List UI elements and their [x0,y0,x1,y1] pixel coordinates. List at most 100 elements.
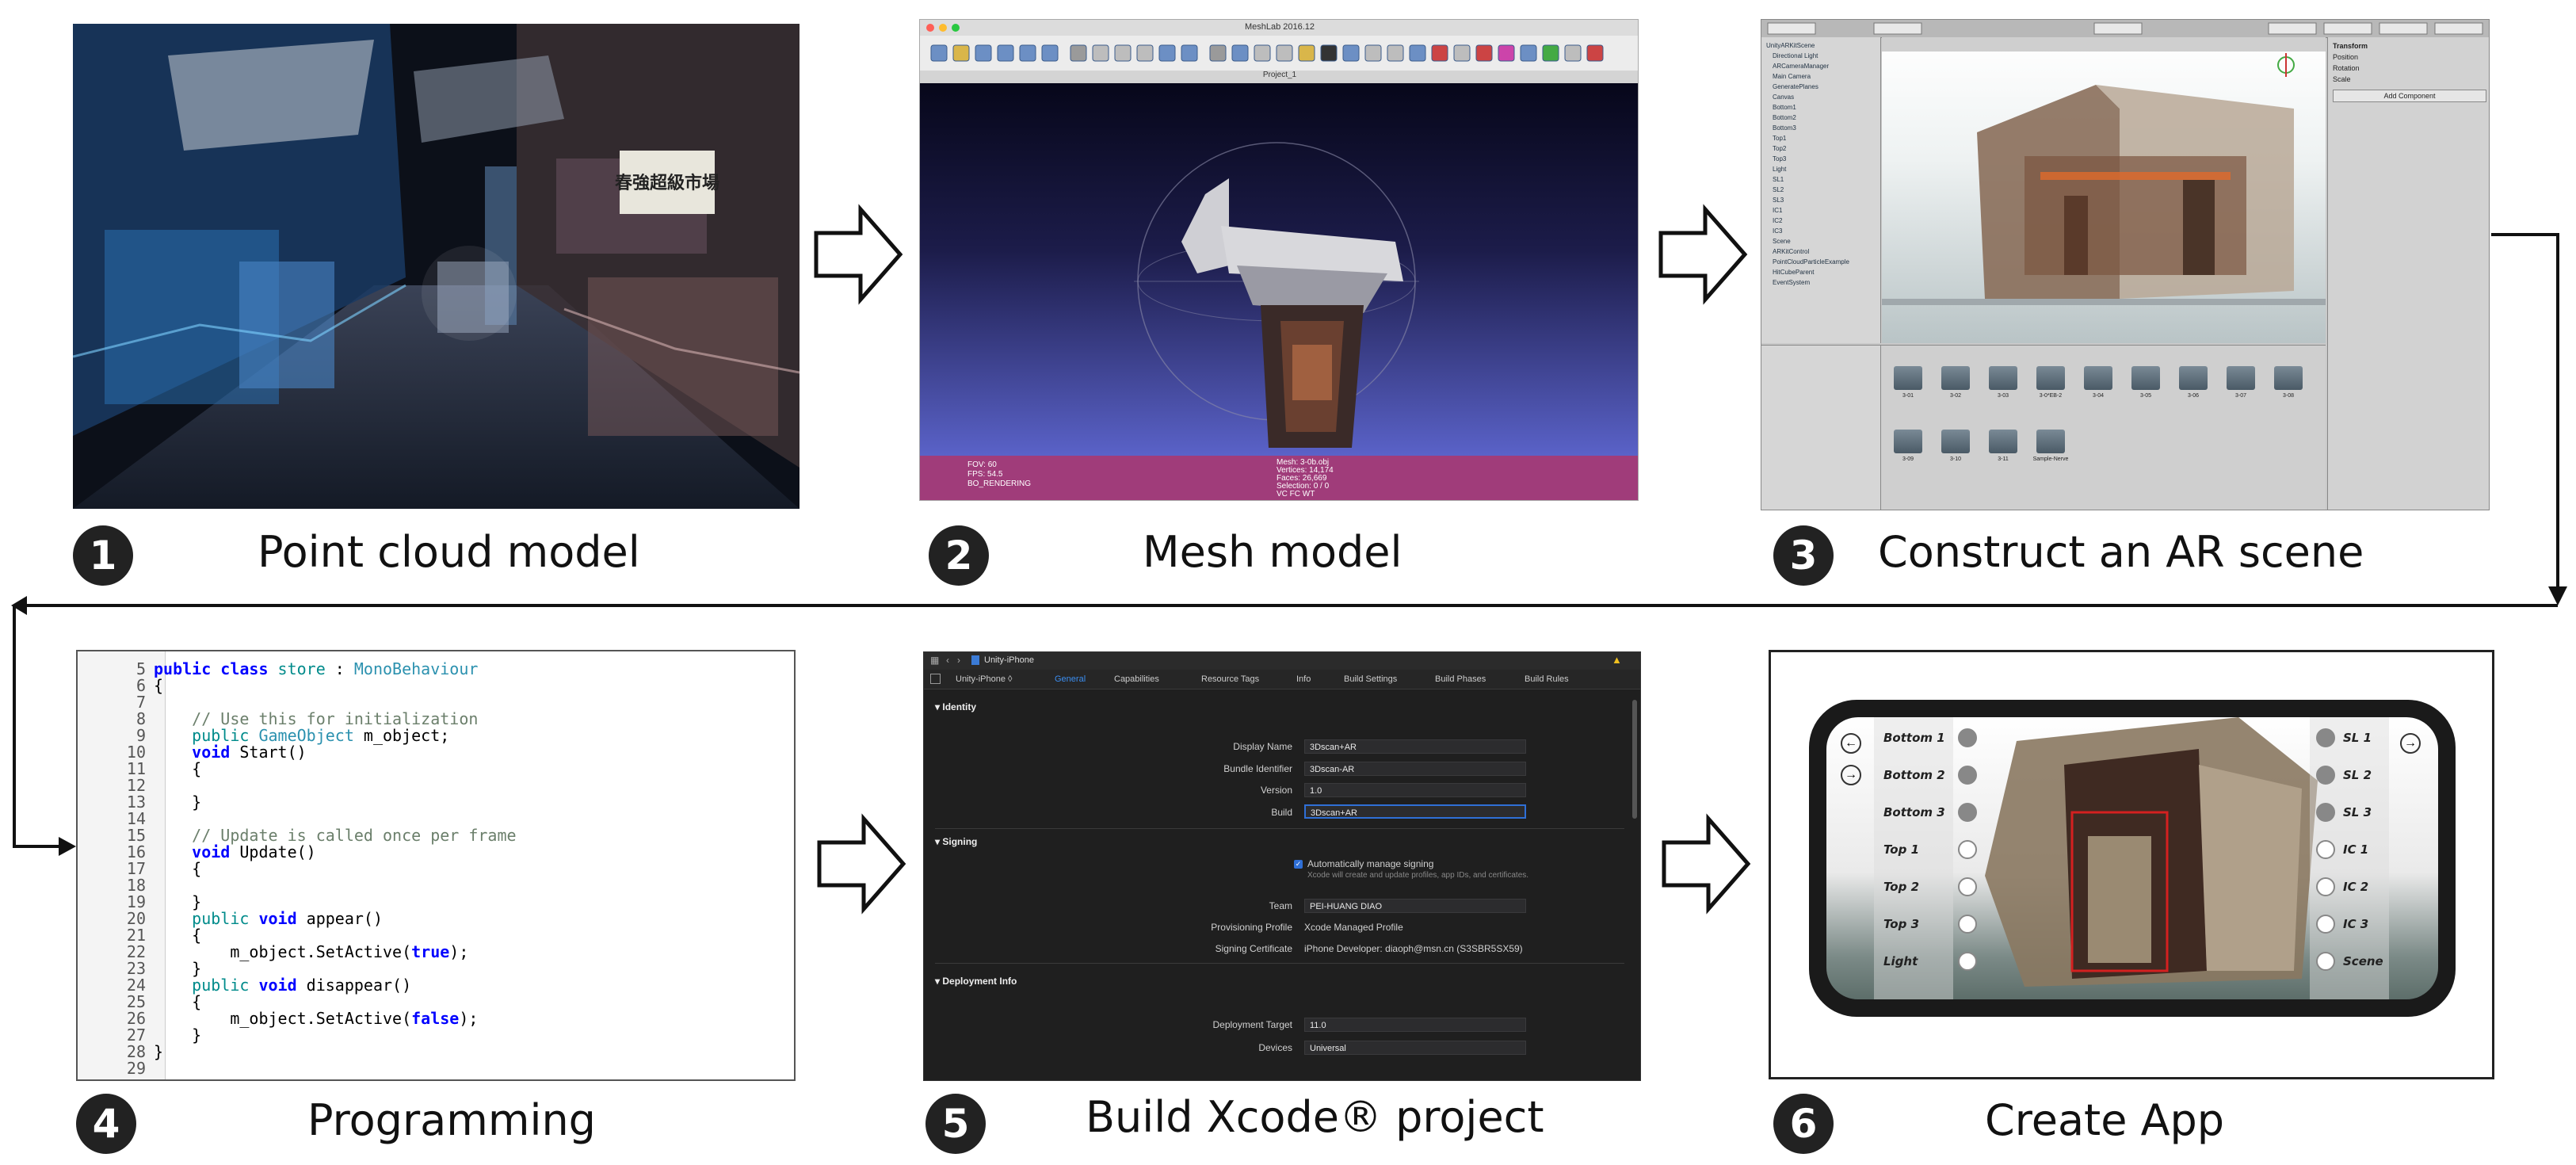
asset-item[interactable]: 3-0*EB-2 [2031,361,2070,417]
asset-item[interactable]: 3-05 [2126,361,2166,417]
hierarchy-item[interactable]: Canvas [1773,94,1795,101]
code-line[interactable]: 27 } [78,1026,201,1045]
toggle-button[interactable] [1958,803,1977,822]
code-line[interactable]: 12 [78,776,154,795]
toggle-button[interactable] [1958,840,1977,859]
code-line[interactable]: 7 [78,693,154,712]
code-line[interactable]: 28} [78,1042,163,1061]
hierarchy-item[interactable]: Light [1773,166,1787,173]
toggle-button[interactable] [1958,915,1977,934]
toggle-button[interactable] [2316,877,2335,896]
code-line[interactable]: 25 { [78,992,201,1011]
chevron-left-icon[interactable]: ‹ [946,655,949,666]
code-line[interactable]: 21 { [78,926,201,945]
devices-select[interactable]: Universal [1304,1041,1526,1055]
project-tree[interactable] [1761,346,1881,510]
inspector-field[interactable]: Position [2333,53,2359,61]
hierarchy-item[interactable]: Bottom2 [1773,114,1796,121]
code-line[interactable]: 8 // Use this for initialization [78,709,478,728]
toggle-button[interactable] [2316,766,2335,785]
code-line[interactable]: 9 public GameObject m_object; [78,726,449,745]
sidebar-toggle-icon[interactable] [930,674,941,684]
tab-general[interactable]: General [1055,674,1086,684]
hierarchy-item[interactable]: IC1 [1773,207,1783,214]
toggle-button[interactable] [2316,840,2335,859]
hierarchy-item[interactable]: PointCloudParticleExample [1773,258,1849,265]
display-name-field[interactable]: 3Dscan+AR [1304,739,1526,754]
code-line[interactable]: 6{ [78,676,163,695]
team-select[interactable]: PEI-HUANG DIAO [1304,899,1526,913]
code-line[interactable]: 11 { [78,759,201,778]
code-line[interactable]: 22 m_object.SetActive(true); [78,942,468,961]
inspector-field[interactable]: Scale [2333,75,2351,83]
code-line[interactable]: 14 [78,809,154,828]
auto-signing-checkbox[interactable]: ✓ [1294,860,1303,869]
asset-item[interactable]: 3-02 [1936,361,1975,417]
section-deployment[interactable]: ▾ Deployment Info [935,976,1017,987]
asset-item[interactable]: 3-11 [1983,425,2023,480]
add-component-button[interactable]: Add Component [2333,90,2486,102]
toggle-button[interactable] [2316,803,2335,822]
minimize-icon[interactable] [939,24,947,32]
code-line[interactable]: 23 } [78,959,201,978]
tab-info[interactable]: Info [1296,674,1311,684]
tab-build-rules[interactable]: Build Rules [1525,674,1569,684]
toggle-button[interactable] [2316,728,2335,747]
hierarchy-item[interactable]: Main Camera [1773,73,1811,80]
toggle-button[interactable] [2316,915,2335,934]
chevron-right-icon[interactable]: › [957,655,960,666]
breadcrumb[interactable]: Unity-iPhone [984,655,1034,665]
hierarchy-item[interactable]: SL3 [1773,197,1784,204]
tab-build-phases[interactable]: Build Phases [1435,674,1486,684]
target-selector[interactable]: Unity-iPhone ◊ [956,674,1013,684]
inspector-field[interactable]: Rotation [2333,64,2360,72]
asset-item[interactable]: 3-03 [1983,361,2023,417]
maximize-icon[interactable] [952,24,960,32]
version-field[interactable]: 1.0 [1304,783,1526,797]
document-tab[interactable]: Project_1 [920,71,1638,83]
asset-item[interactable]: 3-01 [1888,361,1928,417]
asset-item[interactable]: Sample-Nerve [2031,425,2070,480]
hierarchy-item[interactable]: ARKitControl [1773,248,1810,255]
arrow-right-icon[interactable]: → [2400,733,2421,754]
toggle-button[interactable] [1958,952,1977,971]
code-line[interactable]: 20 public void appear() [78,909,383,928]
code-line[interactable]: 13 } [78,793,201,812]
hierarchy-item[interactable]: Directional Light [1773,52,1818,59]
code-line[interactable]: 19 } [78,892,201,911]
hierarchy-item[interactable]: Top3 [1773,155,1787,162]
toggle-button[interactable] [1958,766,1977,785]
scrollbar[interactable] [1632,700,1637,819]
hierarchy-item[interactable]: ARCameraManager [1773,63,1830,70]
hierarchy-item[interactable]: IC2 [1773,217,1783,224]
arrow-right-icon[interactable]: → [1841,765,1861,785]
code-line[interactable]: 16 void Update() [78,842,316,861]
deployment-target-select[interactable]: 11.0 [1304,1018,1526,1032]
grid-icon[interactable]: ▦ [930,655,940,666]
build-field[interactable]: 3Dscan+AR [1304,804,1526,819]
asset-item[interactable]: 3-06 [2173,361,2213,417]
tab-resource-tags[interactable]: Resource Tags [1201,674,1260,684]
code-line[interactable]: 26 m_object.SetActive(false); [78,1009,479,1028]
hierarchy-item[interactable]: Top1 [1773,135,1787,142]
close-icon[interactable] [926,24,934,32]
code-line[interactable]: 17 { [78,859,201,878]
scene-view[interactable] [1882,37,2326,343]
toggle-button[interactable] [1958,728,1977,747]
tab-capabilities[interactable]: Capabilities [1114,674,1159,684]
hierarchy-item[interactable]: HitCubeParent [1773,269,1815,276]
hierarchy-item[interactable]: Scene [1773,238,1791,245]
hierarchy-item[interactable]: SL2 [1773,186,1784,193]
hierarchy-item[interactable]: Bottom1 [1773,104,1796,111]
bundle-identifier-field[interactable]: 3Dscan-AR [1304,762,1526,776]
hierarchy-item[interactable]: EventSystem [1773,279,1811,286]
tab-build-settings[interactable]: Build Settings [1344,674,1398,684]
code-line[interactable]: 18 [78,876,154,895]
arrow-left-icon[interactable]: ← [1841,733,1861,754]
code-line[interactable]: 10 void Start() [78,743,307,762]
hierarchy-item[interactable]: IC3 [1773,227,1783,235]
